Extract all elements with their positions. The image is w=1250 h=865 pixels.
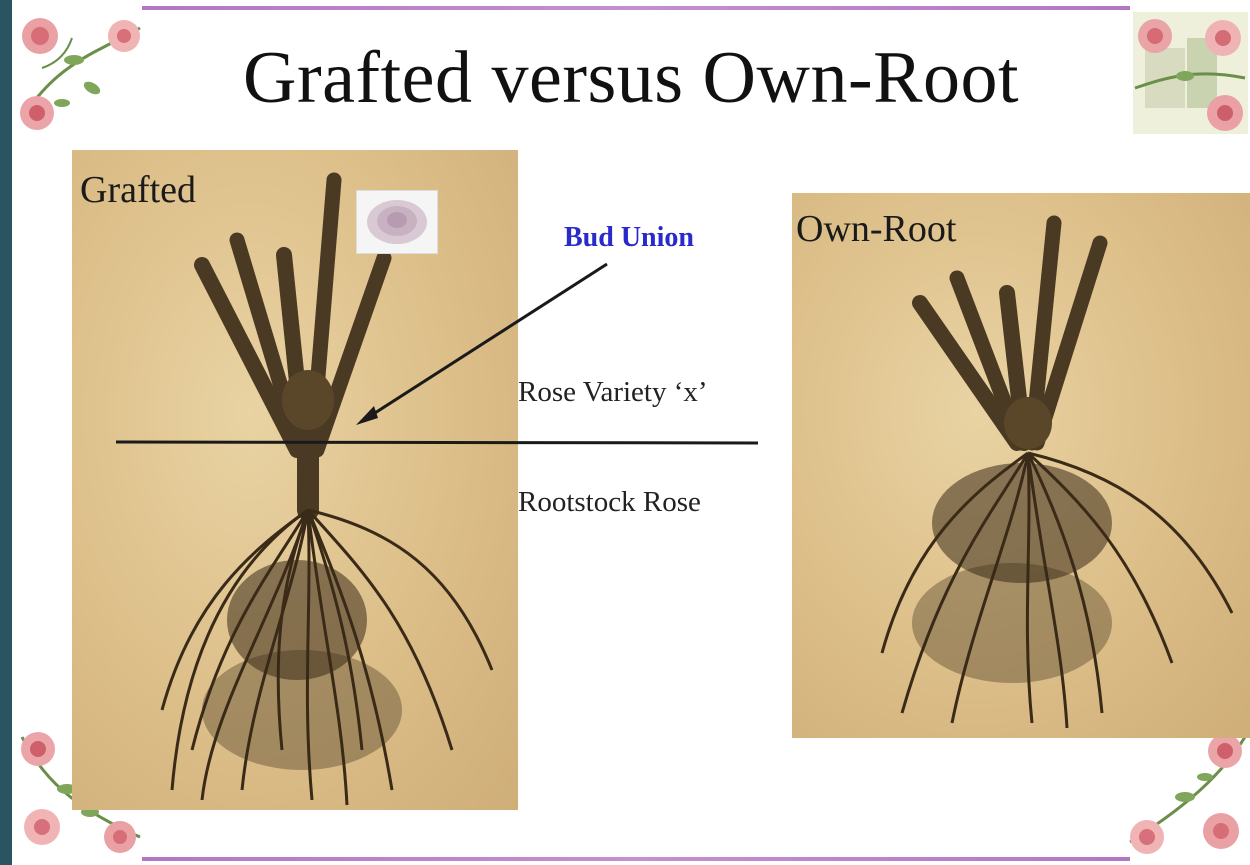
rose-variety-label: Rose Variety ‘x’	[518, 376, 708, 409]
own-root-rose-plant	[792, 193, 1250, 738]
grafted-photo: Grafted	[72, 150, 518, 810]
slide-title: Grafted versus Own-Root	[12, 36, 1250, 121]
rose-flower-icon	[356, 190, 438, 254]
rootstock-label: Rootstock Rose	[518, 486, 701, 519]
own-root-label: Own-Root	[796, 207, 956, 251]
grafted-rose-plant	[72, 150, 518, 810]
own-root-photo: Own-Root	[792, 193, 1250, 738]
top-decorative-bar	[142, 6, 1130, 10]
grafted-label: Grafted	[80, 168, 196, 212]
bud-union-label: Bud Union	[564, 222, 694, 254]
bottom-decorative-bar	[142, 857, 1130, 861]
floral-corner-icon	[1125, 727, 1250, 857]
slide: Grafted versus Own-Root	[12, 0, 1250, 865]
